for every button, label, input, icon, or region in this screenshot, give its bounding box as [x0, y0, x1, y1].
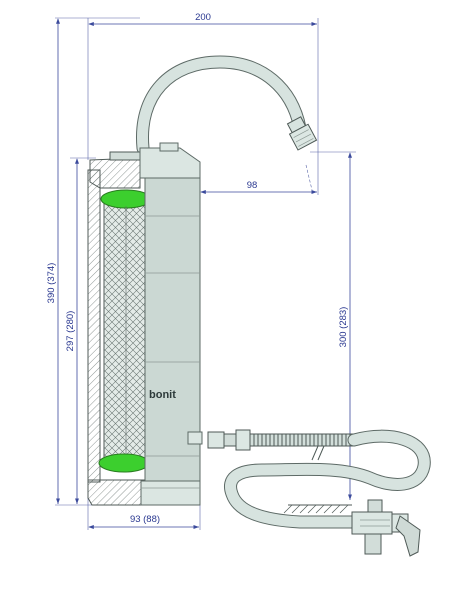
dim-total-height-label: 390 (374): [46, 263, 57, 304]
dimension-labels: 200 98 300 (283) 390 (374) 297 (280) 93 …: [46, 12, 349, 525]
mounting-surface: [283, 504, 352, 514]
inlet-hose: [207, 429, 431, 529]
dimension-lines: [56, 18, 352, 529]
inlet-fitting-nut: [207, 431, 225, 449]
bottom-seal-green: [98, 453, 150, 473]
diverter-valve: [351, 499, 421, 557]
corrugated-hose: [249, 433, 355, 447]
housing-cylinder: [144, 177, 201, 482]
dim-overall-width-label: 200: [195, 12, 211, 23]
outlet-nozzle: [286, 116, 318, 151]
outlet-hose: [136, 55, 318, 155]
housing-section: [87, 151, 152, 506]
dim-body-height-label: 297 (280): [65, 311, 76, 352]
housing-exterior: bonit: [139, 142, 203, 506]
dim-body-diameter-label: 93 (88): [130, 514, 160, 525]
top-seal-green: [100, 189, 152, 209]
valve-lever: [395, 515, 421, 557]
brand-logo: bonit: [149, 389, 176, 401]
dim-outlet-height-label: 300 (283): [338, 307, 349, 348]
dim-outlet-offset-label: 98: [247, 180, 258, 191]
